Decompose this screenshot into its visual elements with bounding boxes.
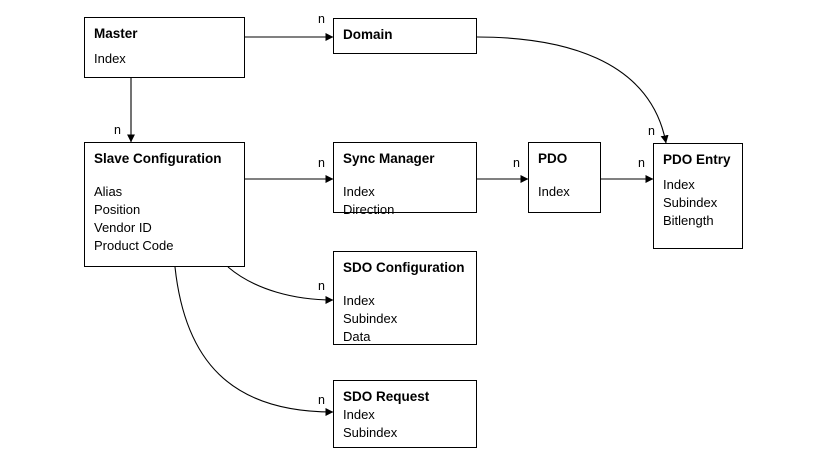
entity-attribute: Index	[343, 293, 375, 308]
entity-pdo-entry-attributes: Index Subindex Bitlength	[663, 176, 733, 230]
entity-master-title: Master	[94, 26, 138, 41]
entity-attribute: Position	[94, 202, 141, 217]
entity-sync-manager-title: Sync Manager	[343, 151, 435, 166]
entity-pdo: PDO Index	[528, 142, 601, 213]
entity-sdo-request-title: SDO Request	[343, 389, 430, 404]
entity-domain: Domain	[333, 18, 477, 54]
entity-attribute: Direction	[343, 202, 395, 217]
entity-master-attributes: Index	[94, 50, 235, 68]
entity-attribute: Index	[343, 184, 375, 199]
entity-sdo-request-attributes: Index Subindex	[343, 406, 467, 442]
entity-attribute: Vendor ID	[94, 220, 152, 235]
entity-attribute: Subindex	[343, 311, 398, 326]
cardinality-label-slave-configuration-sync-manager: n	[318, 156, 325, 170]
entity-attribute: Bitlength	[663, 213, 714, 228]
entity-sync-manager: Sync Manager Index Direction	[333, 142, 477, 217]
entity-attribute: Data	[343, 329, 371, 344]
entity-attribute: Product Code	[94, 238, 174, 253]
entity-sdo-configuration: SDO Configuration Index Subindex Data	[333, 251, 477, 345]
cardinality-label-master-domain: n	[318, 12, 325, 26]
entity-attribute: Subindex	[343, 425, 398, 440]
cardinality-label-slave-configuration-sdo-configuration: n	[318, 279, 325, 293]
entity-sdo-configuration-attributes: Index Subindex Data	[343, 292, 467, 346]
entity-slave-configuration-title: Slave Configuration	[94, 151, 222, 166]
entity-attribute: Index	[538, 184, 570, 199]
entity-pdo-title: PDO	[538, 151, 568, 166]
cardinality-label-slave-configuration-sdo-request: n	[318, 393, 325, 407]
entity-attribute: Index	[343, 407, 375, 422]
entity-slave-configuration: Slave Configuration Alias Position Vendo…	[84, 142, 245, 267]
cardinality-label-pdo-pdo-entry: n	[638, 156, 645, 170]
entity-attribute: Subindex	[663, 195, 718, 210]
entity-slave-configuration-attributes: Alias Position Vendor ID Product Code	[94, 183, 235, 255]
entity-sdo-request: SDO Request Index Subindex	[333, 380, 477, 448]
entity-pdo-entry-title: PDO Entry	[663, 152, 731, 167]
entity-master: Master Index	[84, 17, 245, 78]
edge-domain-pdo-entry	[476, 36, 669, 144]
entity-sync-manager-attributes: Index Direction	[343, 183, 467, 219]
edge-slave-configuration-sdo-configuration	[227, 266, 334, 304]
entity-attribute: Index	[94, 51, 126, 66]
entity-pdo-attributes: Index	[538, 183, 591, 201]
entity-pdo-entry: PDO Entry Index Subindex Bitlength	[653, 143, 743, 249]
entity-attribute: Alias	[94, 184, 123, 199]
cardinality-label-sync-manager-pdo: n	[513, 156, 520, 170]
edge-slave-configuration-sdo-request	[174, 266, 334, 416]
cardinality-label-domain-pdo-entry: n	[648, 124, 655, 138]
entity-sdo-configuration-title: SDO Configuration	[343, 260, 465, 275]
entity-attribute: Index	[663, 177, 695, 192]
entity-domain-title: Domain	[343, 27, 393, 42]
cardinality-label-master-slave-configuration: n	[114, 123, 121, 137]
